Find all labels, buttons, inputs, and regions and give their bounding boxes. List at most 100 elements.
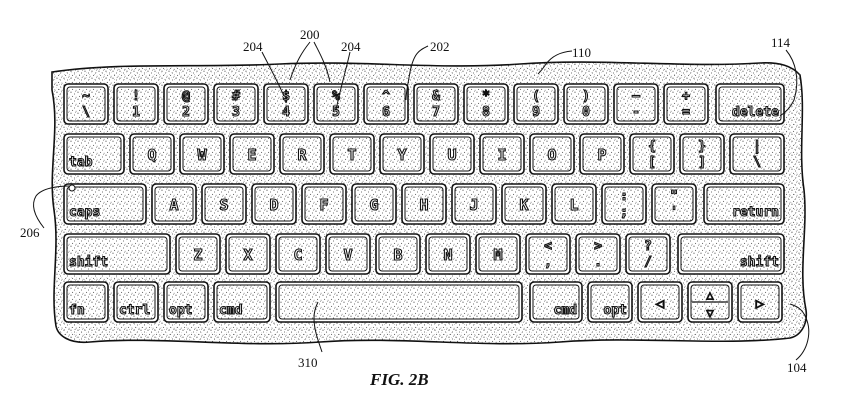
key-delete[interactable]: delete: [715, 83, 785, 125]
key-c[interactable]: C: [275, 233, 321, 275]
key-comma[interactable]: <,: [525, 233, 571, 275]
key-bottom-legend: [: [648, 155, 656, 170]
key-j[interactable]: J: [451, 183, 497, 225]
key-f[interactable]: F: [301, 183, 347, 225]
key-bottom-legend: 1: [132, 105, 140, 120]
key-legend: cmd: [219, 303, 242, 318]
key-d[interactable]: D: [251, 183, 297, 225]
key-space[interactable]: [275, 281, 523, 323]
key-8[interactable]: *8: [463, 83, 509, 125]
key-minus[interactable]: –-: [613, 83, 659, 125]
key-k[interactable]: K: [501, 183, 547, 225]
key-shift_left[interactable]: shift: [63, 233, 171, 275]
key-right[interactable]: ▷: [737, 281, 783, 323]
key-return[interactable]: return: [703, 183, 785, 225]
key-9[interactable]: (9: [513, 83, 559, 125]
key-e[interactable]: E: [229, 133, 275, 175]
key-x[interactable]: X: [225, 233, 271, 275]
key-caps[interactable]: caps: [63, 183, 147, 225]
key-cap-inner: [66, 86, 106, 122]
key-legend: Z: [193, 246, 202, 264]
key-z[interactable]: Z: [175, 233, 221, 275]
key-ctrl[interactable]: ctrl: [113, 281, 159, 323]
key-cmd_right[interactable]: cmd: [529, 281, 583, 323]
key-5[interactable]: %5: [313, 83, 359, 125]
key-s[interactable]: S: [201, 183, 247, 225]
key-bottom-legend: 0: [582, 105, 590, 120]
key-legend: O: [547, 146, 556, 164]
key-q[interactable]: Q: [129, 133, 175, 175]
key-h[interactable]: H: [401, 183, 447, 225]
key-1[interactable]: !1: [113, 83, 159, 125]
key-legend: A: [169, 196, 178, 214]
key-slash[interactable]: ?/: [625, 233, 671, 275]
key-bottom-legend: 5: [332, 105, 340, 120]
key-top-legend: +: [682, 89, 690, 104]
key-legend: G: [369, 196, 378, 214]
key-lbracket[interactable]: {[: [629, 133, 675, 175]
key-top-legend: }: [698, 139, 706, 154]
key-legend: R: [297, 146, 307, 164]
key-l[interactable]: L: [551, 183, 597, 225]
key-top-legend: >: [594, 239, 602, 254]
key-top-legend: {: [648, 139, 656, 154]
key-shift_right[interactable]: shift: [677, 233, 785, 275]
key-fn[interactable]: fn: [63, 281, 109, 323]
callout-206: 206: [20, 225, 40, 240]
key-bottom-legend: /: [644, 255, 652, 270]
key-b[interactable]: B: [375, 233, 421, 275]
key-bottom-legend: 6: [382, 105, 390, 120]
key-cap-inner: [254, 186, 294, 222]
key-legend: B: [393, 246, 402, 264]
key-legend: N: [443, 246, 452, 264]
key-period[interactable]: >.: [575, 233, 621, 275]
key-n[interactable]: N: [425, 233, 471, 275]
key-o[interactable]: O: [529, 133, 575, 175]
key-bottom-legend: ,: [544, 255, 552, 270]
key-opt_right[interactable]: opt: [587, 281, 633, 323]
key-p[interactable]: P: [579, 133, 625, 175]
key-updown[interactable]: △▽: [687, 281, 733, 323]
key-top-legend: (: [532, 89, 540, 104]
key-bottom-legend: .: [594, 255, 602, 270]
key-legend: H: [419, 196, 428, 214]
key-cap-inner: [66, 136, 122, 172]
key-cmd_left[interactable]: cmd: [213, 281, 271, 323]
key-0[interactable]: )0: [563, 83, 609, 125]
key-opt_left[interactable]: opt: [163, 281, 209, 323]
key-top-legend: |: [753, 139, 761, 154]
key-7[interactable]: &7: [413, 83, 459, 125]
arrow-down-icon: ▽: [706, 306, 714, 320]
key-backslash[interactable]: |\: [729, 133, 785, 175]
key-left[interactable]: ◁: [637, 281, 683, 323]
leader-110: [537, 50, 573, 75]
key-semicolon[interactable]: :;: [601, 183, 647, 225]
key-4[interactable]: $4: [263, 83, 309, 125]
key-tab[interactable]: tab: [63, 133, 125, 175]
key-cap-inner: [582, 136, 622, 172]
key-w[interactable]: W: [179, 133, 225, 175]
callout-310: 310: [298, 355, 318, 370]
key-a[interactable]: A: [151, 183, 197, 225]
key-2[interactable]: @2: [163, 83, 209, 125]
key-g[interactable]: G: [351, 183, 397, 225]
key-6[interactable]: ^6: [363, 83, 409, 125]
key-equals[interactable]: +=: [663, 83, 709, 125]
key-u[interactable]: U: [429, 133, 475, 175]
key-grave[interactable]: ~\: [63, 83, 109, 125]
key-v[interactable]: V: [325, 233, 371, 275]
key-m[interactable]: M: [475, 233, 521, 275]
key-legend: M: [493, 246, 502, 264]
key-i[interactable]: I: [479, 133, 525, 175]
key-3[interactable]: #3: [213, 83, 259, 125]
key-r[interactable]: R: [279, 133, 325, 175]
key-top-legend: ): [582, 89, 590, 104]
key-y[interactable]: Y: [379, 133, 425, 175]
key-legend: T: [347, 146, 356, 164]
key-t[interactable]: T: [329, 133, 375, 175]
key-quote[interactable]: "': [651, 183, 697, 225]
key-cap-inner: [328, 236, 368, 272]
key-top-legend: ^: [382, 89, 390, 104]
key-legend: C: [293, 246, 302, 264]
key-rbracket[interactable]: }]: [679, 133, 725, 175]
